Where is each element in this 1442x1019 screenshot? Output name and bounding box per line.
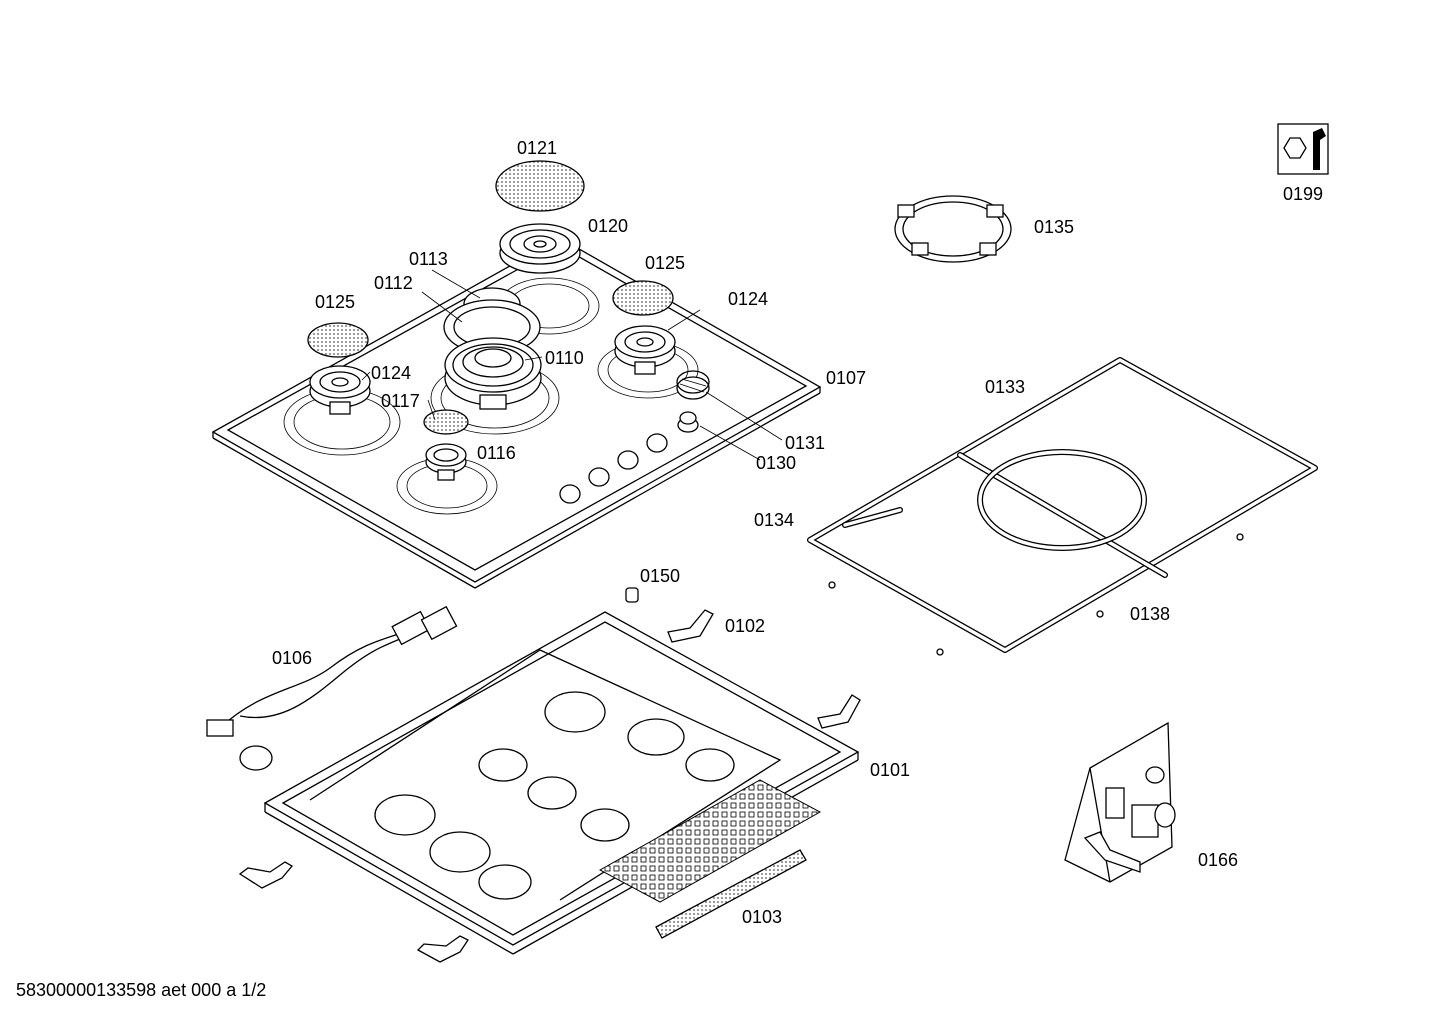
label-0150: 0150 <box>640 566 680 586</box>
label-0112: 0112 <box>374 273 413 293</box>
burner-right <box>614 325 676 375</box>
service-tool-icon <box>1277 123 1329 175</box>
label-0124: 0124 <box>728 289 768 309</box>
burner-small <box>425 443 467 481</box>
knob-bezel <box>677 411 699 433</box>
label-0117: 0117 <box>381 391 420 411</box>
label-0125: 0125 <box>315 292 355 312</box>
pan-support-grates <box>807 357 1318 656</box>
label-0199: 0199 <box>1283 184 1323 204</box>
label-0130: 0130 <box>756 453 796 473</box>
label-0101: 0101 <box>870 760 910 780</box>
wok-burner-base <box>444 337 542 410</box>
label-0120: 0120 <box>588 216 628 236</box>
label-0138: 0138 <box>1130 604 1170 624</box>
leader-lines <box>361 269 783 461</box>
gas-connector-kit <box>1064 721 1176 883</box>
document-reference: 58300000133598 aet 000 a 1/2 <box>16 980 267 1000</box>
burner-large-rear <box>499 223 581 274</box>
label-0166: 0166 <box>1198 850 1238 870</box>
label-0121: 0121 <box>517 138 557 158</box>
burner-cap-large <box>495 160 585 212</box>
label-0103: 0103 <box>742 907 782 927</box>
burner-cap-right <box>612 280 674 316</box>
label-0102: 0102 <box>725 616 765 636</box>
label-0107: 0107 <box>826 368 866 388</box>
bottom-tray <box>263 611 860 955</box>
power-cable <box>206 605 458 771</box>
burner-left <box>309 365 371 415</box>
label-0110: 0110 <box>545 348 584 368</box>
part-labels: 0121 0120 0113 0112 0125 0125 0124 0124 … <box>272 138 1323 927</box>
fixing-bracket <box>667 609 714 643</box>
label-0134: 0134 <box>754 510 794 530</box>
label-0113: 0113 <box>409 249 448 269</box>
burner-cap-left <box>307 322 369 358</box>
burner-cap-small <box>423 409 469 435</box>
fixing-bracket <box>238 861 293 889</box>
sealing-strip <box>655 849 807 939</box>
wok-support-ring <box>894 195 1012 263</box>
label-0116: 0116 <box>477 443 516 463</box>
control-knob <box>676 370 710 400</box>
label-0133: 0133 <box>985 377 1025 397</box>
fixing-bracket <box>817 694 861 729</box>
label-0106: 0106 <box>272 648 312 668</box>
label-0135: 0135 <box>1034 217 1074 237</box>
fixing-bracket <box>416 935 469 963</box>
label-0131: 0131 <box>785 433 825 453</box>
label-0124: 0124 <box>371 363 411 383</box>
spacer-clip <box>625 587 639 603</box>
label-0125: 0125 <box>645 253 685 273</box>
